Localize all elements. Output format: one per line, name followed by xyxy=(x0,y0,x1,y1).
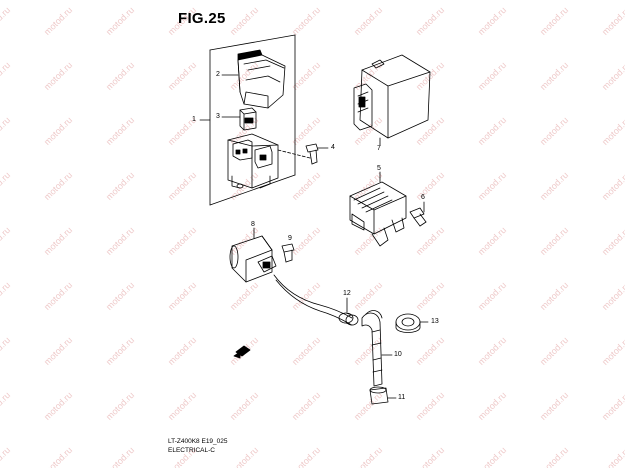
model-code: LT-Z400K8 E19_025 xyxy=(168,438,228,445)
part-9-bolt xyxy=(281,243,295,263)
part-5-regulator xyxy=(349,171,407,247)
part-12-grommet xyxy=(338,297,359,326)
callout-8: 8 xyxy=(251,221,255,228)
callout-7: 7 xyxy=(377,145,381,152)
section-label: ELECTRICAL-C xyxy=(168,447,215,454)
high-tension-lead xyxy=(273,274,353,325)
part-4-bolt xyxy=(305,143,329,165)
part-1-relay-holder xyxy=(227,133,311,189)
callout-2: 2 xyxy=(216,71,220,78)
front-arrow-icon xyxy=(233,345,251,359)
part-10-plug-cap xyxy=(361,310,393,387)
assembly-bracket xyxy=(199,34,296,206)
part-8-ignition-coil xyxy=(229,227,277,283)
callout-6: 6 xyxy=(421,194,425,201)
callout-5: 5 xyxy=(377,165,381,172)
callout-10: 10 xyxy=(394,351,402,358)
callout-1: 1 xyxy=(192,116,196,123)
part-7-ignitor-unit xyxy=(353,54,431,146)
part-2-relay-cover xyxy=(221,49,286,109)
figure-title: FIG.25 xyxy=(178,10,226,27)
callout-9: 9 xyxy=(288,235,292,242)
callout-4: 4 xyxy=(331,144,335,151)
callout-13: 13 xyxy=(431,318,439,325)
part-6-bolt xyxy=(409,201,427,227)
part-11-boot xyxy=(369,386,397,405)
callout-3: 3 xyxy=(216,113,220,120)
part-13-grommet xyxy=(395,313,429,333)
part-3-fuse xyxy=(221,107,257,131)
callout-12: 12 xyxy=(343,290,351,297)
callout-11: 11 xyxy=(398,394,406,401)
